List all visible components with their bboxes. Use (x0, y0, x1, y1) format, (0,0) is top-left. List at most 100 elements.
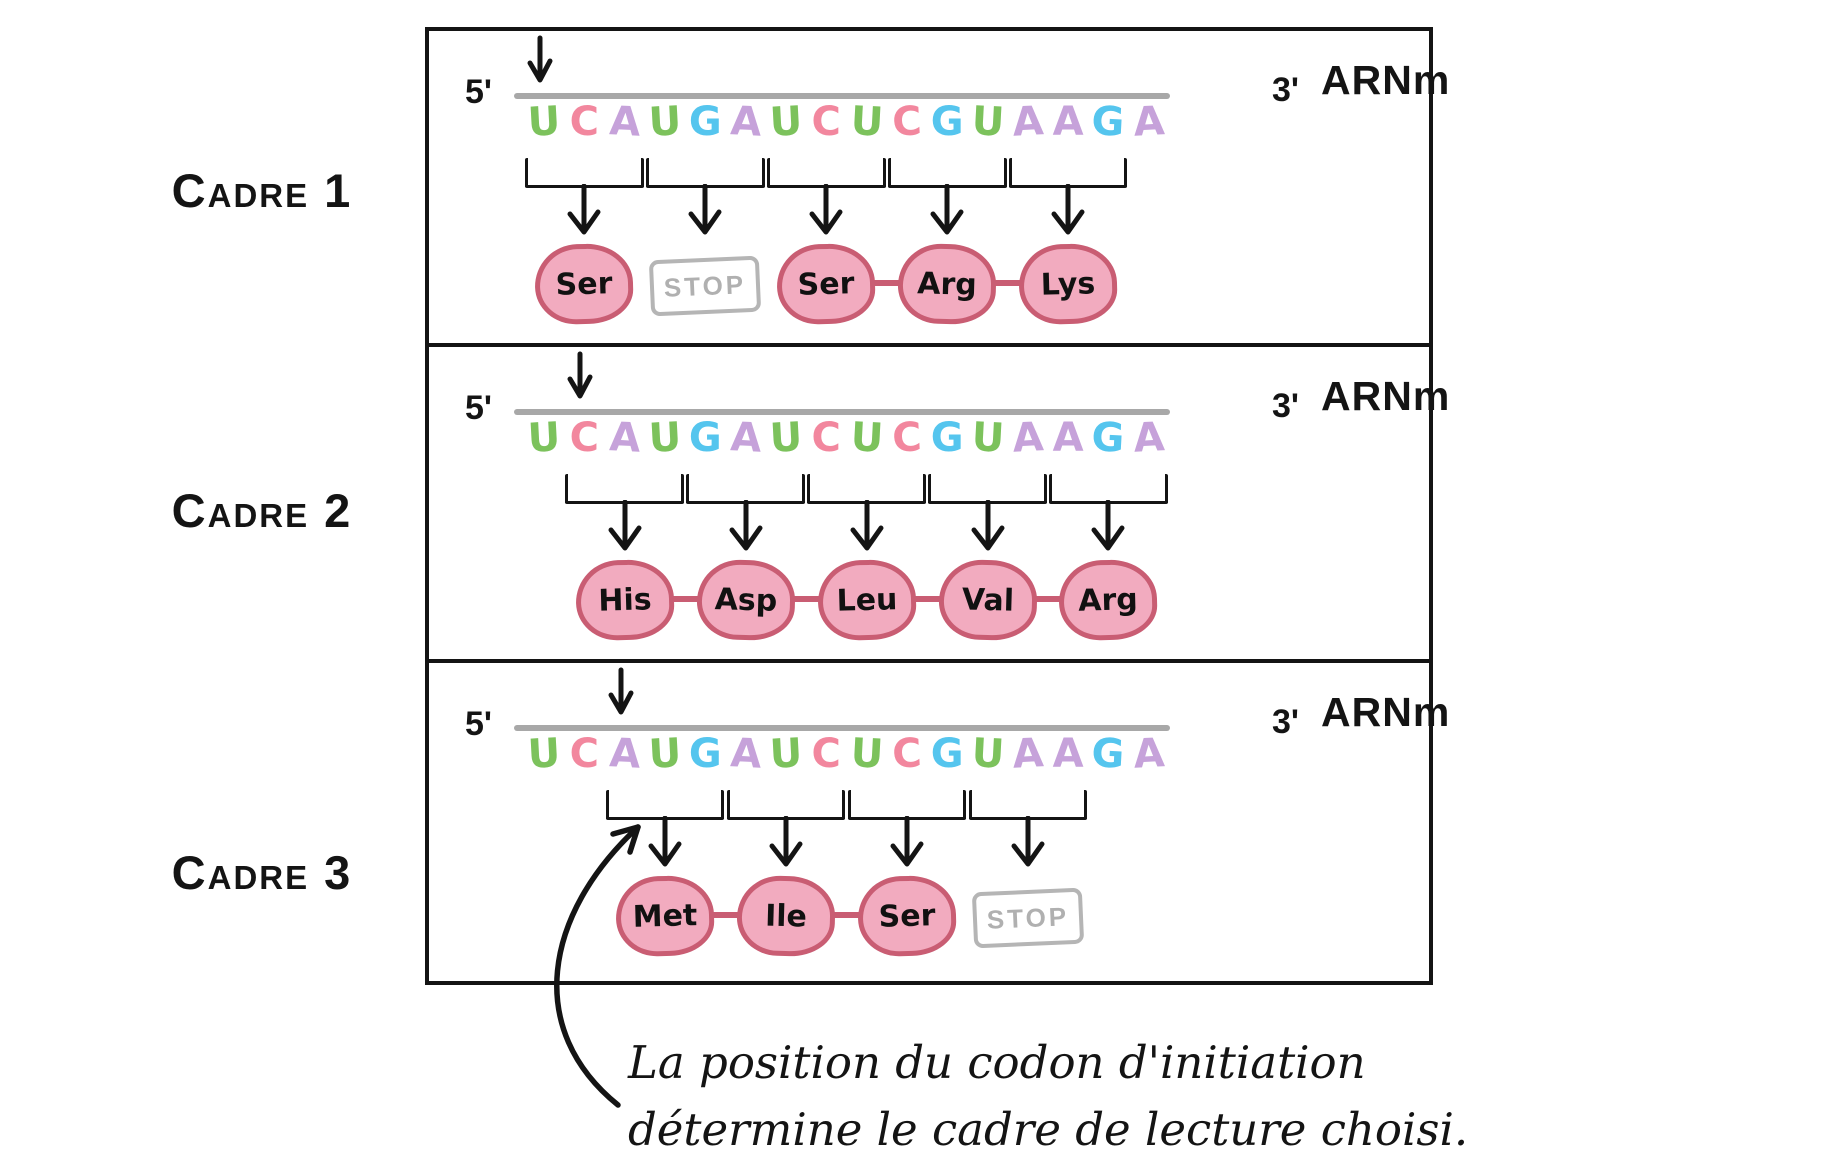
codon-arrow-icon (809, 184, 843, 235)
codon-arrow-icon (1091, 500, 1125, 551)
nucleotide-C: C (811, 415, 841, 461)
codon-arrow-icon (971, 500, 1005, 551)
codon-arrow-icon (850, 500, 884, 551)
nucleotide-A: A (728, 414, 763, 462)
nucleotide-U: U (970, 414, 1005, 462)
peptide-link (706, 912, 744, 918)
nucleotide-G: G (688, 415, 722, 461)
peptide-link (666, 596, 704, 602)
mrna-strand-line (514, 409, 1170, 415)
amino-acid-bubble: Ile (735, 874, 836, 958)
nucleotide-C: C (811, 99, 841, 145)
peptide-link (868, 280, 906, 286)
cadre-2-label: Cadre 2 (171, 484, 353, 537)
amino-acid-bubble: Ser (534, 242, 635, 326)
nucleotide-A: A (728, 730, 763, 778)
mrna-strand-line (514, 93, 1170, 99)
nucleotide-G: G (930, 731, 964, 777)
start-position-arrow-icon (567, 351, 593, 399)
amino-acid-bubble: Arg (897, 242, 998, 326)
nucleotide-C: C (891, 730, 923, 778)
annotation-text: La position du codon d'initiation déterm… (628, 1030, 1468, 1163)
amino-acid-bubble: Val (937, 558, 1038, 642)
mrna-label: ARNm (1321, 689, 1451, 735)
codon-arrow-icon (567, 184, 601, 235)
five-prime-label: 5' (465, 73, 492, 111)
codon-arrow-icon (648, 816, 682, 867)
three-prime-label: 3' (1272, 387, 1299, 425)
nucleotide-U: U (849, 414, 884, 462)
nucleotide-A: A (1052, 731, 1084, 777)
nucleotide-G: G (930, 99, 964, 145)
peptide-link (1029, 596, 1067, 602)
three-prime-label: 3' (1272, 703, 1299, 741)
nucleotide-G: G (688, 731, 722, 777)
nucleotide-A: A (728, 98, 763, 146)
codon-arrow-icon (930, 184, 964, 235)
nucleotide-U: U (526, 730, 562, 778)
nucleotide-G: G (930, 415, 964, 461)
codon-arrow-icon (890, 816, 924, 867)
peptide-link (908, 596, 946, 602)
start-position-arrow-icon (608, 667, 634, 715)
nucleotide-G: G (1090, 730, 1127, 778)
nucleotide-C: C (569, 99, 599, 145)
three-prime-label: 3' (1272, 71, 1299, 109)
nucleotide-A: A (1132, 98, 1166, 146)
amino-acid-bubble: Ser (776, 242, 877, 326)
codon-arrow-icon (1051, 184, 1085, 235)
amino-acid-bubble: Lys (1018, 242, 1119, 326)
nucleotide-U: U (970, 730, 1005, 778)
nucleotide-U: U (970, 98, 1005, 146)
nucleotide-A: A (1052, 99, 1084, 145)
codon-arrow-icon (729, 500, 763, 551)
nucleotide-A: A (1132, 414, 1166, 462)
mrna-label: ARNm (1321, 373, 1451, 419)
nucleotide-A: A (1011, 730, 1045, 778)
nucleotide-U: U (768, 98, 804, 146)
amino-acid-bubble: Met (614, 874, 715, 958)
nucleotide-U: U (647, 730, 683, 778)
amino-acid-bubble: Asp (695, 558, 796, 642)
mrna-strand-line (514, 725, 1170, 731)
nucleotide-A: A (1011, 98, 1045, 146)
peptide-link (827, 912, 865, 918)
codon-arrow-icon (1011, 816, 1045, 867)
nucleotide-A: A (1132, 730, 1166, 778)
nucleotide-U: U (647, 98, 683, 146)
nucleotide-C: C (811, 731, 841, 777)
start-position-arrow-icon (527, 35, 553, 83)
stop-codon-box: STOP (971, 887, 1084, 949)
peptide-link (989, 280, 1027, 286)
nucleotide-U: U (768, 414, 804, 462)
nucleotide-A: A (607, 730, 642, 778)
nucleotide-A: A (1011, 414, 1045, 462)
amino-acid-bubble: Ser (856, 874, 957, 958)
nucleotide-A: A (607, 414, 642, 462)
codon-arrow-icon (608, 500, 642, 551)
cadre-3-label: Cadre 3 (171, 846, 353, 899)
peptide-link (787, 596, 825, 602)
annotation-line-2: détermine le cadre de lecture choisi. (628, 1102, 1469, 1156)
amino-acid-bubble: Arg (1058, 558, 1159, 642)
nucleotide-U: U (849, 730, 884, 778)
amino-acid-bubble: His (574, 558, 675, 642)
codon-arrow-icon (688, 184, 722, 235)
nucleotide-U: U (526, 98, 562, 146)
nucleotide-A: A (607, 98, 642, 146)
nucleotide-U: U (849, 98, 884, 146)
nucleotide-C: C (891, 98, 923, 146)
codon-arrow-icon (769, 816, 803, 867)
amino-acid-bubble: Leu (816, 558, 917, 642)
mrna-label: ARNm (1321, 57, 1451, 103)
nucleotide-C: C (891, 414, 923, 462)
five-prime-label: 5' (465, 389, 492, 427)
nucleotide-G: G (1090, 414, 1127, 462)
nucleotide-U: U (526, 414, 562, 462)
nucleotide-A: A (1052, 415, 1084, 461)
nucleotide-G: G (1090, 98, 1127, 146)
